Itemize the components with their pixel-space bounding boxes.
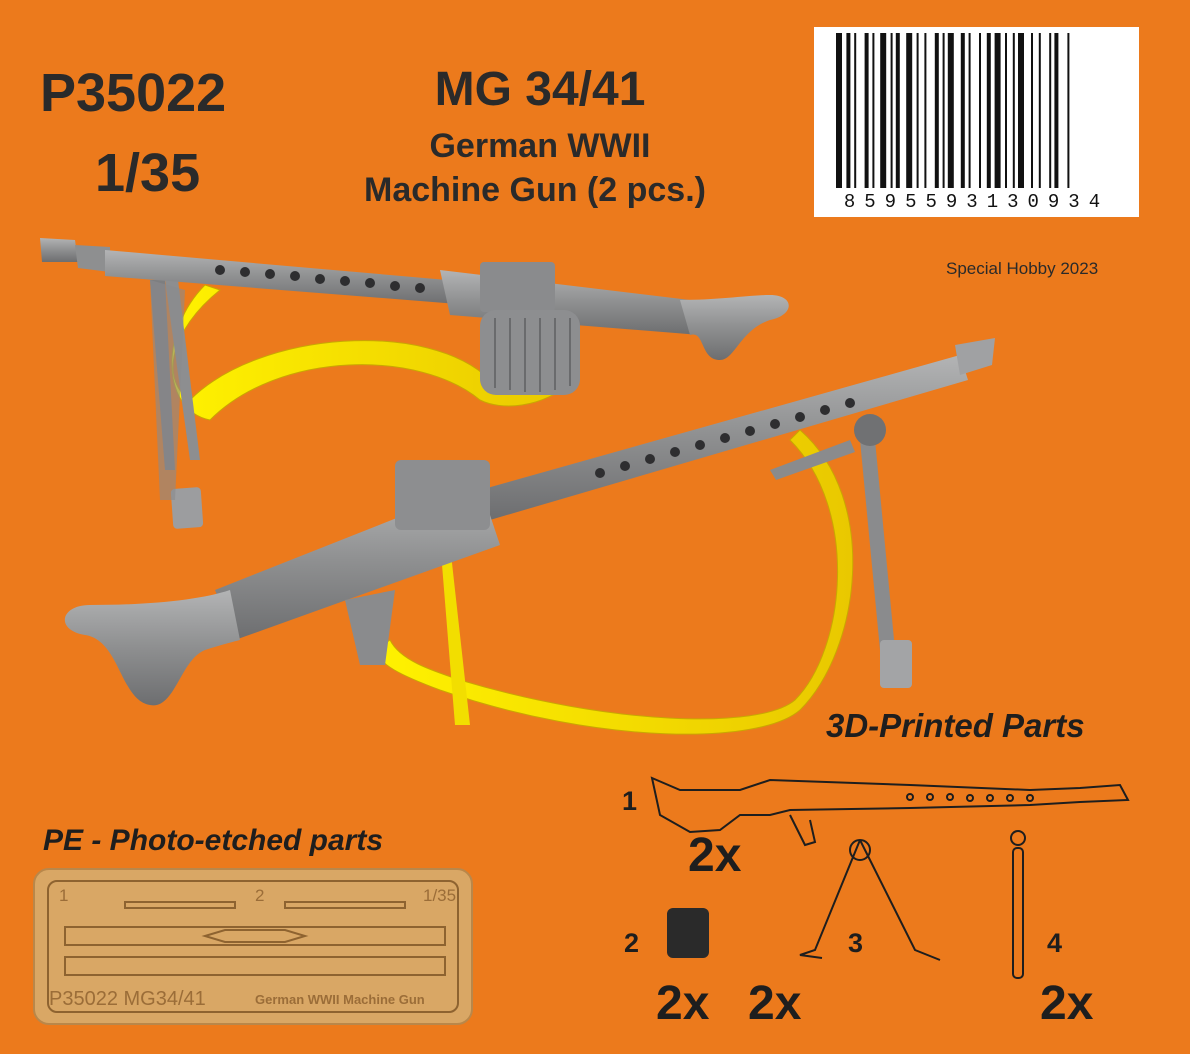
barcode-bar: [906, 33, 913, 188]
pe-slings-icon: [64, 901, 446, 976]
pe-parts-heading: PE - Photo-etched parts: [43, 824, 384, 857]
part-3-number: 3: [848, 928, 864, 958]
pe-fret-scale: 1/35: [423, 886, 457, 905]
barcode-digits: 8595593130934: [843, 191, 1110, 213]
printed-parts-outlines: [650, 776, 1130, 979]
barcode-bar: [924, 33, 927, 188]
barcode-bar: [979, 33, 981, 188]
barcode-bar: [986, 33, 991, 188]
part-3-quantity: 2x: [748, 977, 802, 1030]
barcode-bar: [934, 33, 939, 188]
barcode-bar: [890, 33, 893, 188]
part-1-number: 1: [622, 786, 638, 816]
barcode-bar: [947, 33, 954, 188]
pe-fret-label-1: 1: [59, 886, 69, 905]
upper-machine-gun-icon: [40, 238, 789, 529]
product-subtitle-line2: Machine Gun (2 pcs.): [364, 171, 706, 209]
pe-fret: 1 2 1/35 P35022 MG34/41 German WWII Mach…: [33, 868, 473, 1025]
pe-fret-label-2: 2: [255, 886, 265, 905]
barcode-bar: [1038, 33, 1041, 188]
barcode-bar: [960, 33, 965, 188]
product-code: P35022: [40, 63, 227, 123]
product-render: [40, 238, 995, 735]
part-4-quantity: 2x: [1040, 977, 1094, 1030]
barcode-bar: [994, 33, 1001, 188]
part-4-number: 4: [1047, 928, 1063, 958]
barcode-bar: [1005, 33, 1007, 188]
part-2-number: 2: [624, 928, 640, 958]
barcode-bar: [872, 33, 875, 188]
barcode-bar: [916, 33, 919, 188]
barcode-bar: [836, 33, 842, 188]
barcode-bar: [854, 33, 857, 188]
barcode-bar: [1018, 33, 1024, 188]
product-title: MG 34/41: [434, 63, 646, 116]
barcode-bar: [968, 33, 971, 188]
barcode-bars: [836, 33, 1070, 188]
copyright-text: Special Hobby 2023: [946, 259, 1099, 278]
pe-fret-frame: [47, 880, 459, 1013]
part-2-quantity: 2x: [656, 977, 710, 1030]
barcode-bar: [864, 33, 869, 188]
barcode-bar: [880, 33, 887, 188]
scale-label: 1/35: [95, 143, 201, 203]
barcode-bar: [895, 33, 900, 188]
part-2-drum-outline-icon: [667, 908, 709, 958]
product-subtitle-line1: German WWII: [429, 127, 651, 165]
barcode: 8595593130934: [814, 27, 1139, 217]
barcode-bar: [1031, 33, 1033, 188]
barcode-bar: [1054, 33, 1059, 188]
barcode-bar: [1049, 33, 1052, 188]
printed-parts-heading: 3D-Printed Parts: [826, 707, 1085, 744]
part-3-bipod-outline-icon: [799, 839, 941, 961]
part-4-swivel-outline-icon: [1010, 830, 1026, 979]
pe-fret-code: P35022 MG34/41: [49, 988, 206, 1010]
lower-machine-gun-icon: [64, 338, 995, 735]
barcode-bar: [846, 33, 851, 188]
part-1-quantity: 2x: [688, 829, 742, 882]
part-1-gun-outline-icon: [650, 776, 1130, 847]
barcode-bar: [942, 33, 945, 188]
barcode-bar: [1067, 33, 1070, 188]
barcode-bar: [1012, 33, 1015, 188]
pe-fret-caption: German WWII Machine Gun: [255, 992, 425, 1007]
